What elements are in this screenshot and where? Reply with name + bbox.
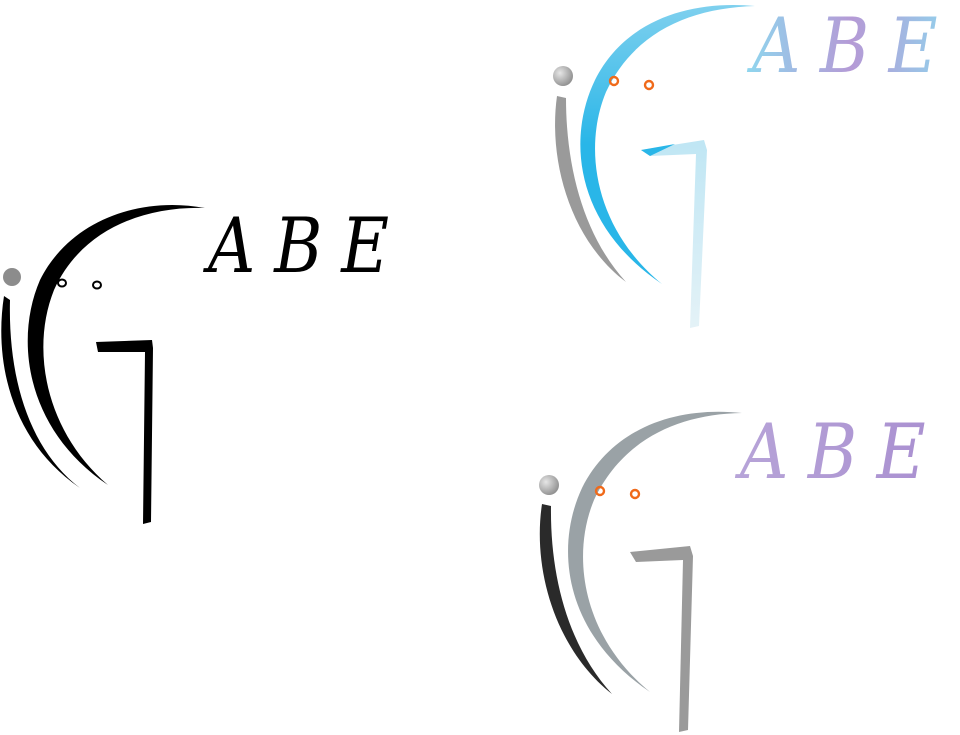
wordmark-text: ABE — [747, 1, 957, 90]
eye-icon — [92, 280, 102, 290]
stem-accent-icon — [641, 144, 675, 156]
stem-icon — [641, 140, 707, 328]
dot-icon — [3, 268, 21, 286]
logo-variant-grey: ABE — [539, 407, 945, 732]
stem-icon — [96, 340, 153, 524]
main-arc-icon — [580, 4, 755, 285]
logo-variant-black: ABE — [1, 201, 408, 524]
dot-icon — [539, 475, 559, 495]
eye-icon — [643, 79, 655, 91]
eye-icon — [629, 488, 641, 500]
outer-arc-icon — [555, 96, 626, 282]
logo-variant-blue: ABE — [553, 1, 957, 328]
eye-icon — [57, 278, 67, 288]
outer-arc-icon — [1, 296, 81, 488]
wordmark-text: ABE — [203, 201, 408, 290]
stem-icon — [630, 546, 693, 732]
eye-icon — [594, 485, 606, 497]
dot-icon — [553, 66, 573, 86]
outer-arc-icon — [539, 504, 612, 694]
eye-icon — [608, 75, 620, 87]
wordmark-text: ABE — [735, 407, 945, 496]
